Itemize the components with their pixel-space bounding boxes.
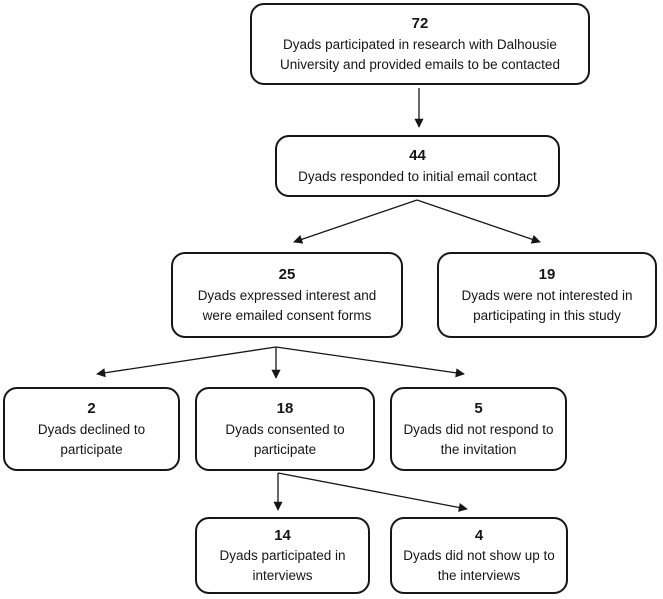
node-interested: 25 Dyads expressed interest and were ema… bbox=[171, 252, 403, 338]
edge-responded-to-interested bbox=[293, 199, 418, 244]
node-label: Dyads responded to initial email contact bbox=[298, 168, 537, 184]
node-label: Dyads did not respond to the invitation bbox=[403, 421, 554, 457]
node-label: Dyads consented to participate bbox=[225, 421, 345, 457]
node-count: 25 bbox=[278, 266, 296, 284]
node-label: Dyads participated in interviews bbox=[219, 548, 346, 584]
node-label: Dyads expressed interest and were emaile… bbox=[197, 287, 377, 323]
node-consented: 18 Dyads consented to participate bbox=[195, 387, 375, 471]
node-count: 14 bbox=[274, 526, 291, 544]
node-not-interested: 19 Dyads were not interested in particip… bbox=[437, 252, 657, 338]
node-label: Dyads were not interested in participati… bbox=[461, 287, 633, 323]
edge-responded-to-not-interested bbox=[416, 199, 541, 244]
node-research-pool: 72 Dyads participated in research with D… bbox=[250, 3, 590, 85]
edge-consented-to-no-show bbox=[277, 472, 468, 512]
node-count: 72 bbox=[411, 15, 429, 33]
node-label: Dyads did not show up to the interviews bbox=[403, 548, 555, 584]
node-count: 2 bbox=[87, 400, 96, 418]
node-count: 44 bbox=[409, 147, 426, 165]
node-count: 4 bbox=[474, 526, 484, 544]
node-count: 5 bbox=[474, 400, 483, 418]
node-no-response: 5 Dyads did not respond to the invitatio… bbox=[390, 387, 567, 471]
node-count: 19 bbox=[538, 266, 556, 284]
edge-interested-to-no-response bbox=[275, 346, 465, 378]
node-no-show: 4 Dyads did not show up to the interview… bbox=[390, 517, 568, 594]
node-count: 18 bbox=[276, 400, 294, 418]
node-label: Dyads declined to participate bbox=[37, 421, 146, 457]
node-label: Dyads participated in research with Dalh… bbox=[280, 36, 560, 72]
node-interviewed: 14 Dyads participated in interviews bbox=[195, 517, 370, 594]
node-responded: 44 Dyads responded to initial email cont… bbox=[275, 135, 560, 197]
edge-interested-to-declined bbox=[96, 346, 277, 378]
node-declined: 2 Dyads declined to participate bbox=[3, 387, 180, 471]
